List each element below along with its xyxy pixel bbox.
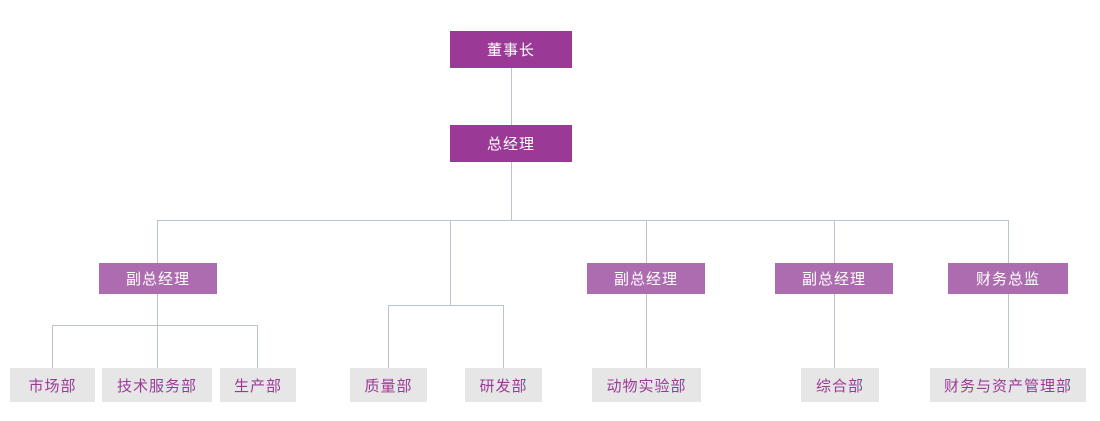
connector-branch-drop-3	[646, 220, 647, 263]
org-node-dept-rnd-label: 研发部	[479, 377, 528, 395]
org-node-finance-director[interactable]: 财务总监	[948, 263, 1068, 294]
connector-vp2-to-child	[646, 294, 647, 368]
org-node-finance-director-label: 财务总监	[975, 271, 1040, 288]
connector-branch-drop-1	[157, 220, 158, 263]
org-node-dept-finance-asset[interactable]: 财务与资产管理部	[930, 368, 1086, 402]
connector-branch-drop-4	[834, 220, 835, 263]
connector-branch2-child-drop-1	[388, 305, 389, 368]
org-node-dept-animal-lab-label: 动物实验部	[606, 377, 687, 395]
org-node-dept-rnd[interactable]: 研发部	[465, 368, 542, 402]
org-node-dept-production[interactable]: 生产部	[220, 368, 296, 402]
org-node-dept-marketing[interactable]: 市场部	[10, 368, 95, 402]
connector-vp1-drop	[157, 294, 158, 325]
connector-gm-to-branchbar	[511, 162, 512, 220]
connector-finance-to-child	[1008, 294, 1009, 368]
org-node-dept-production-label: 生产部	[233, 377, 282, 395]
connector-vp1-child-drop-1	[52, 325, 53, 368]
org-node-chairman[interactable]: 董事长	[450, 31, 572, 68]
connector-branch-drop-5	[1008, 220, 1009, 263]
org-node-vp-2[interactable]: 副总经理	[587, 263, 705, 294]
connector-vp1-child-drop-3	[257, 325, 258, 368]
connector-branch2-children-bar	[388, 305, 504, 306]
connector-main-branch-bar	[157, 220, 1009, 221]
org-node-vp-3-label: 副总经理	[801, 271, 866, 288]
org-node-dept-animal-lab[interactable]: 动物实验部	[592, 368, 701, 402]
org-node-dept-general-affairs[interactable]: 综合部	[801, 368, 879, 402]
org-node-vp-1[interactable]: 副总经理	[99, 263, 217, 294]
connector-vp1-child-drop-2	[157, 325, 158, 368]
connector-chairman-to-gm	[511, 68, 512, 125]
org-node-dept-marketing-label: 市场部	[28, 377, 77, 395]
connector-vp1-children-bar	[52, 325, 258, 326]
org-node-vp-1-label: 副总经理	[125, 271, 190, 288]
org-node-general-manager-label: 总经理	[486, 136, 535, 153]
connector-branch-drop-2	[450, 220, 451, 305]
org-node-dept-finance-asset-label: 财务与资产管理部	[943, 377, 1072, 395]
org-node-dept-technical-service-label: 技术服务部	[116, 377, 197, 395]
org-node-dept-quality[interactable]: 质量部	[350, 368, 427, 402]
org-node-dept-technical-service[interactable]: 技术服务部	[102, 368, 212, 402]
connector-branch2-child-drop-2	[503, 305, 504, 368]
org-node-vp-3[interactable]: 副总经理	[775, 263, 893, 294]
org-node-vp-2-label: 副总经理	[613, 271, 678, 288]
org-node-general-manager[interactable]: 总经理	[450, 125, 572, 162]
connector-vp3-to-child	[834, 294, 835, 368]
org-node-dept-general-affairs-label: 综合部	[815, 377, 864, 395]
org-node-chairman-label: 董事长	[486, 42, 535, 59]
org-node-dept-quality-label: 质量部	[364, 377, 413, 395]
